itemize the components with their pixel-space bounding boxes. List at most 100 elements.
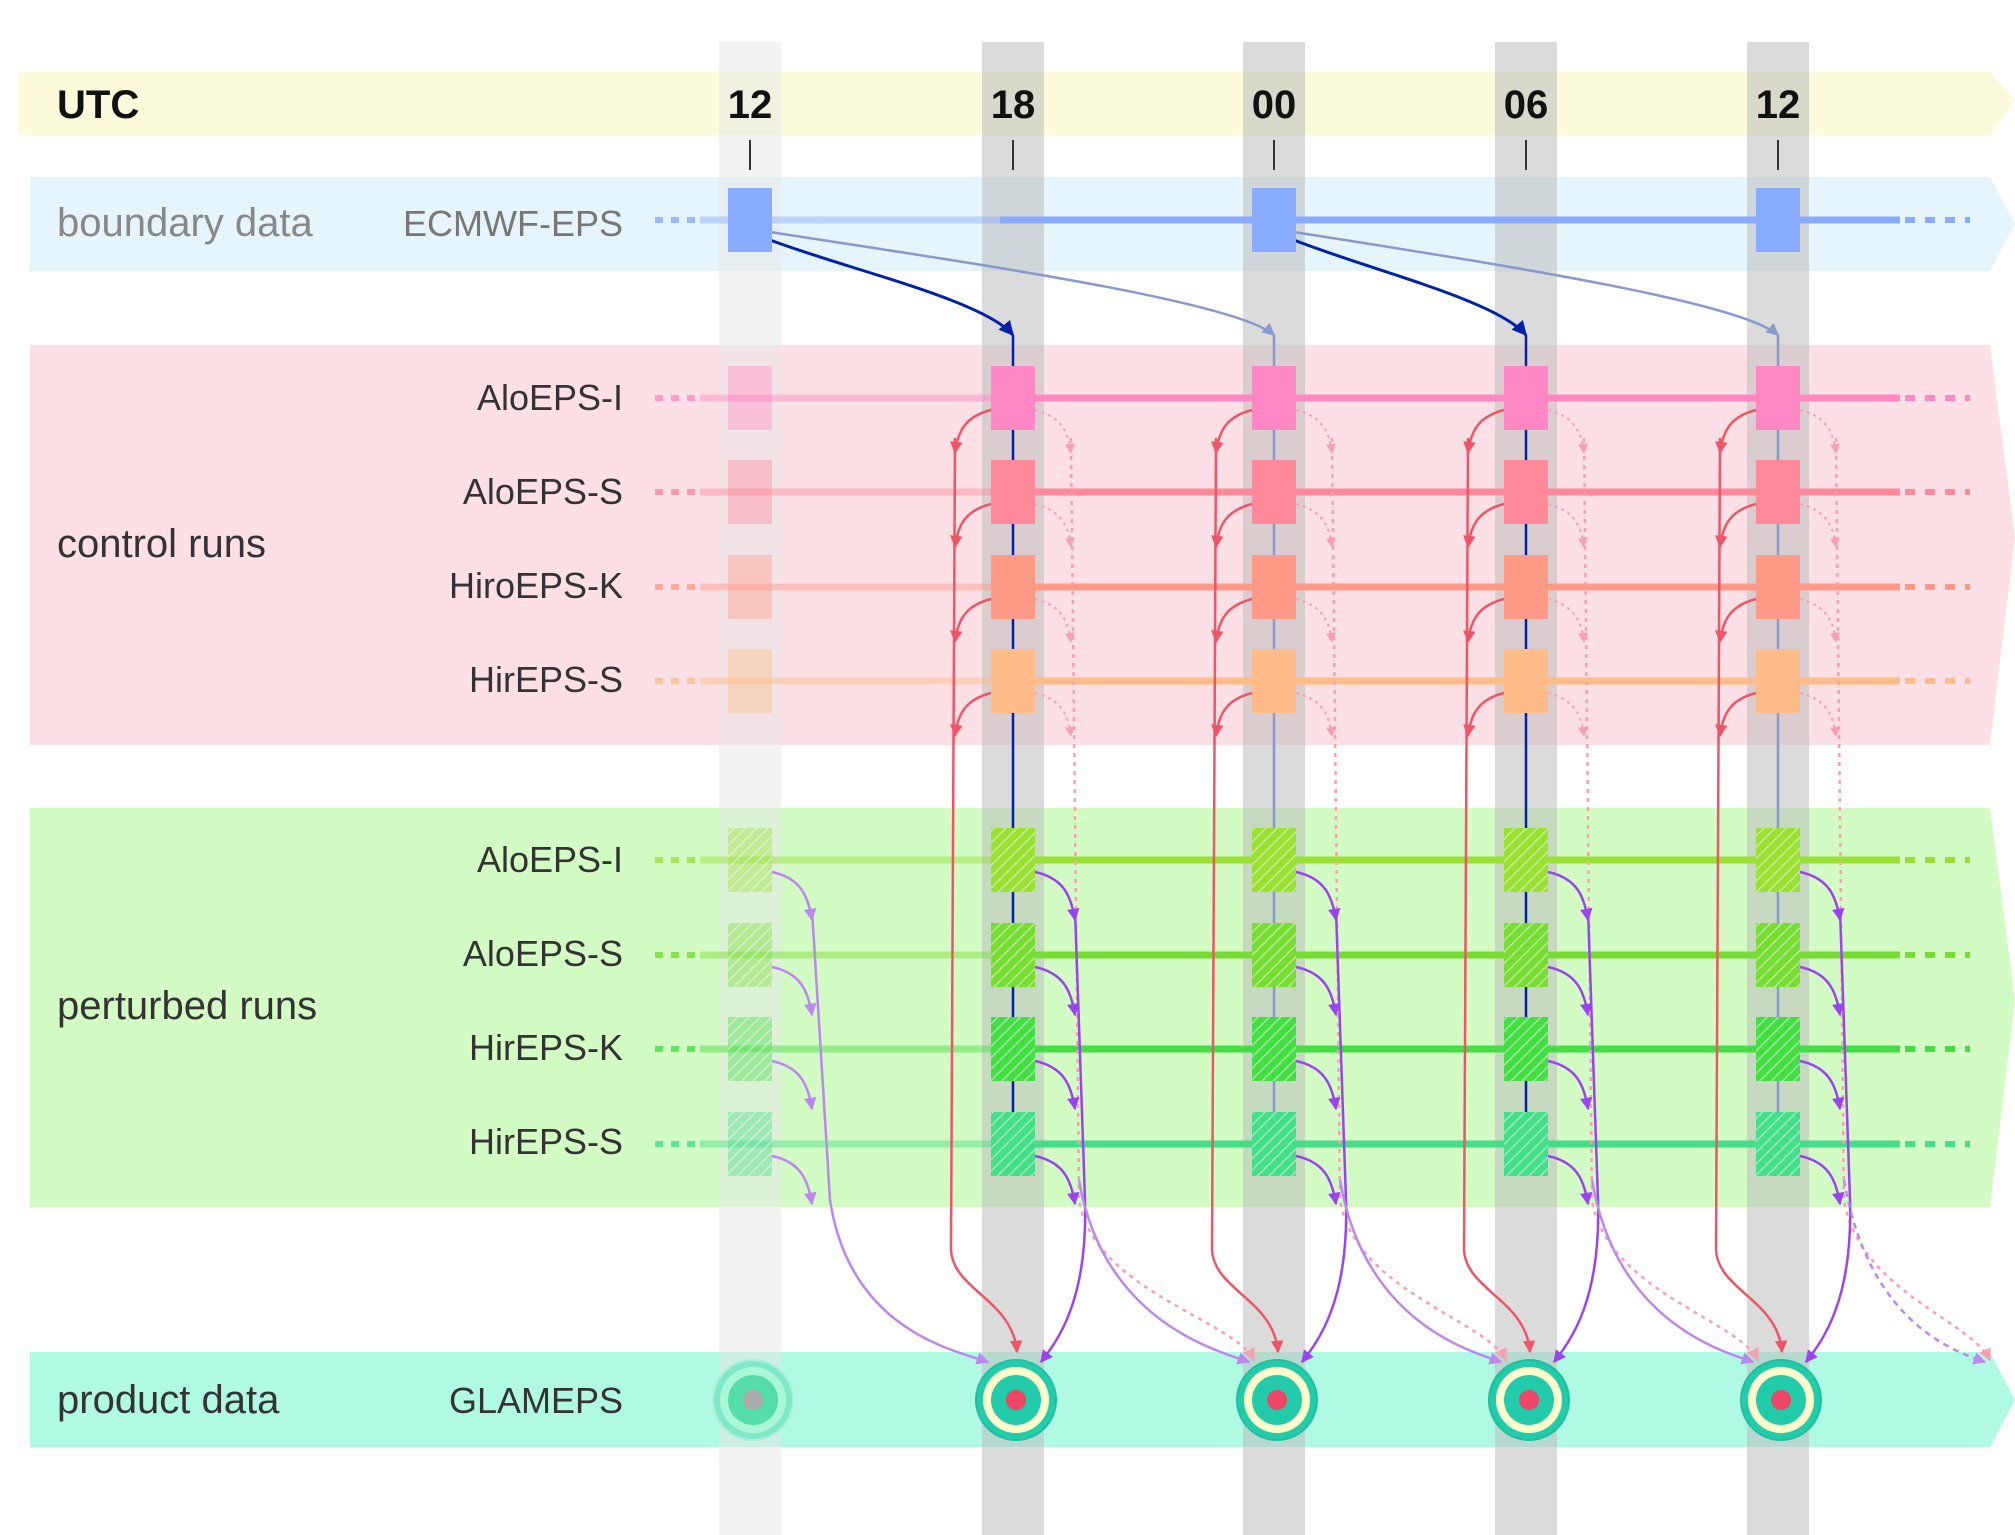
time-label-3: 06: [1504, 83, 1549, 127]
control-dotted-arrow: [1295, 598, 1336, 643]
boundary-group-label: boundary data: [57, 201, 314, 245]
perturbed-curl-arrow: [1034, 1059, 1080, 1111]
control-run-box: [1252, 460, 1296, 524]
perturbed-model-3: HirEPS-S: [469, 1121, 623, 1162]
control-curl-arrow: [1715, 597, 1757, 644]
control-to-product-arrow: [1210, 437, 1284, 1354]
control-run-box: [1252, 649, 1296, 713]
control-model-2: HiroEPS-K: [449, 565, 623, 606]
control-curl-arrow: [1463, 597, 1505, 644]
control-run-box: [991, 555, 1035, 619]
perturbed-curl-arrow: [1295, 870, 1341, 922]
perturbed-curl-arrow: [1034, 965, 1080, 1017]
perturbed-to-product-arrow: [810, 909, 990, 1365]
boundary-run-box: [728, 188, 772, 252]
time-label-1: 18: [991, 83, 1036, 127]
control-dotted-arrow: [1034, 409, 1075, 454]
boundary-arrow-gray: [1293, 230, 1779, 336]
control-dotted-arrow: [1547, 503, 1588, 548]
control-run-box: [728, 366, 772, 430]
control-run-box: [1504, 460, 1548, 524]
control-model-3: HirEPS-S: [469, 659, 623, 700]
perturbed-run-hatch: [728, 1017, 772, 1081]
time-label-4: 12: [1756, 83, 1801, 127]
perturbed-run-hatch: [1756, 1112, 1800, 1176]
control-to-product-arrow: [1714, 437, 1788, 1354]
control-run-box: [1252, 366, 1296, 430]
perturbed-curl-arrow: [1034, 1154, 1080, 1206]
control-curl-arrow: [1211, 597, 1253, 644]
perturbed-to-product-arrow: [1301, 909, 1348, 1363]
product-center-dot: [1519, 1390, 1539, 1410]
control-curl-arrow: [950, 502, 992, 549]
control-dotted-arrow: [1034, 503, 1075, 548]
boundary-run-box: [1756, 188, 1800, 252]
time-label-2: 00: [1252, 83, 1297, 127]
perturbed-model-1: AloEPS-S: [463, 933, 623, 974]
perturbed-run-hatch: [1756, 1017, 1800, 1081]
perturbed-curl-arrow: [1295, 1154, 1341, 1206]
control-run-box: [728, 555, 772, 619]
control-model-1: AloEPS-S: [463, 471, 623, 512]
control-run-box: [728, 649, 772, 713]
perturbed-next-product-arrow: [1842, 1179, 1987, 1365]
control-run-box: [1504, 649, 1548, 713]
control-curl-arrow: [1715, 691, 1757, 738]
utc-label: UTC: [57, 83, 139, 127]
control-dotted-arrow: [1295, 409, 1336, 454]
boundary-model-label: ECMWF-EPS: [403, 203, 623, 244]
perturbed-run-hatch: [1252, 923, 1296, 987]
control-to-product-arrow: [1462, 437, 1536, 1354]
control-curl-arrow: [950, 691, 992, 738]
data-flow-arrows: [769, 230, 1992, 1365]
perturbed-run-hatch: [1504, 1112, 1548, 1176]
control-dotted-arrow: [1547, 409, 1588, 454]
perturbed-curl-arrow: [1799, 1059, 1845, 1111]
perturbed-curl-arrow: [771, 965, 817, 1017]
perturbed-run-hatch: [728, 923, 772, 987]
control-dotted-arrow: [1034, 598, 1075, 643]
perturbed-run-hatch: [1252, 1017, 1296, 1081]
control-run-box: [1504, 555, 1548, 619]
control-run-box: [1756, 649, 1800, 713]
perturbed-next-product-arrow: [1077, 1179, 1251, 1365]
boundary-arrow-gray: [769, 230, 1275, 336]
time-label-0: 12: [728, 83, 773, 127]
control-run-box: [1756, 555, 1800, 619]
control-dotted-arrow: [1799, 409, 1840, 454]
perturbed-curl-arrow: [1799, 870, 1845, 922]
perturbed-run-hatch: [991, 828, 1035, 892]
perturbed-to-product-arrow: [1040, 909, 1087, 1363]
perturbed-curl-arrow: [1295, 965, 1341, 1017]
control-curl-arrow: [1211, 502, 1253, 549]
perturbed-run-hatch: [1252, 828, 1296, 892]
perturbed-to-product-arrow: [1805, 909, 1852, 1363]
perturbed-to-product-arrow: [1553, 909, 1600, 1363]
product-center-dot: [1771, 1390, 1791, 1410]
time-ticks: [749, 140, 1779, 170]
control-dotted-to-product-arrow: [1834, 437, 1992, 1362]
perturbed-curl-arrow: [1799, 1154, 1845, 1206]
control-run-box: [1252, 555, 1296, 619]
product-group-label: product data: [57, 1378, 280, 1422]
perturbed-run-hatch: [991, 923, 1035, 987]
perturbed-curl-arrow: [1034, 870, 1080, 922]
perturbed-model-2: HirEPS-K: [469, 1027, 623, 1068]
perturbed-run-hatch: [728, 828, 772, 892]
product-markers: [712, 1359, 1822, 1441]
control-dotted-arrow: [1799, 692, 1840, 737]
perturbed-curl-arrow: [1295, 1059, 1341, 1111]
perturbed-run-hatch: [1756, 828, 1800, 892]
perturbed-group-label: perturbed runs: [57, 984, 317, 1028]
perturbed-model-0: AloEPS-I: [477, 839, 623, 880]
perturbed-curl-arrow: [1547, 870, 1593, 922]
product-center-dot: [1006, 1390, 1026, 1410]
perturbed-run-hatch: [1504, 828, 1548, 892]
time-column: [719, 42, 781, 1535]
perturbed-run-hatch: [728, 1112, 772, 1176]
control-dotted-arrow: [1034, 692, 1075, 737]
perturbed-run-hatch: [1504, 1017, 1548, 1081]
control-dotted-arrow: [1547, 692, 1588, 737]
perturbed-curl-arrow: [771, 1154, 817, 1206]
